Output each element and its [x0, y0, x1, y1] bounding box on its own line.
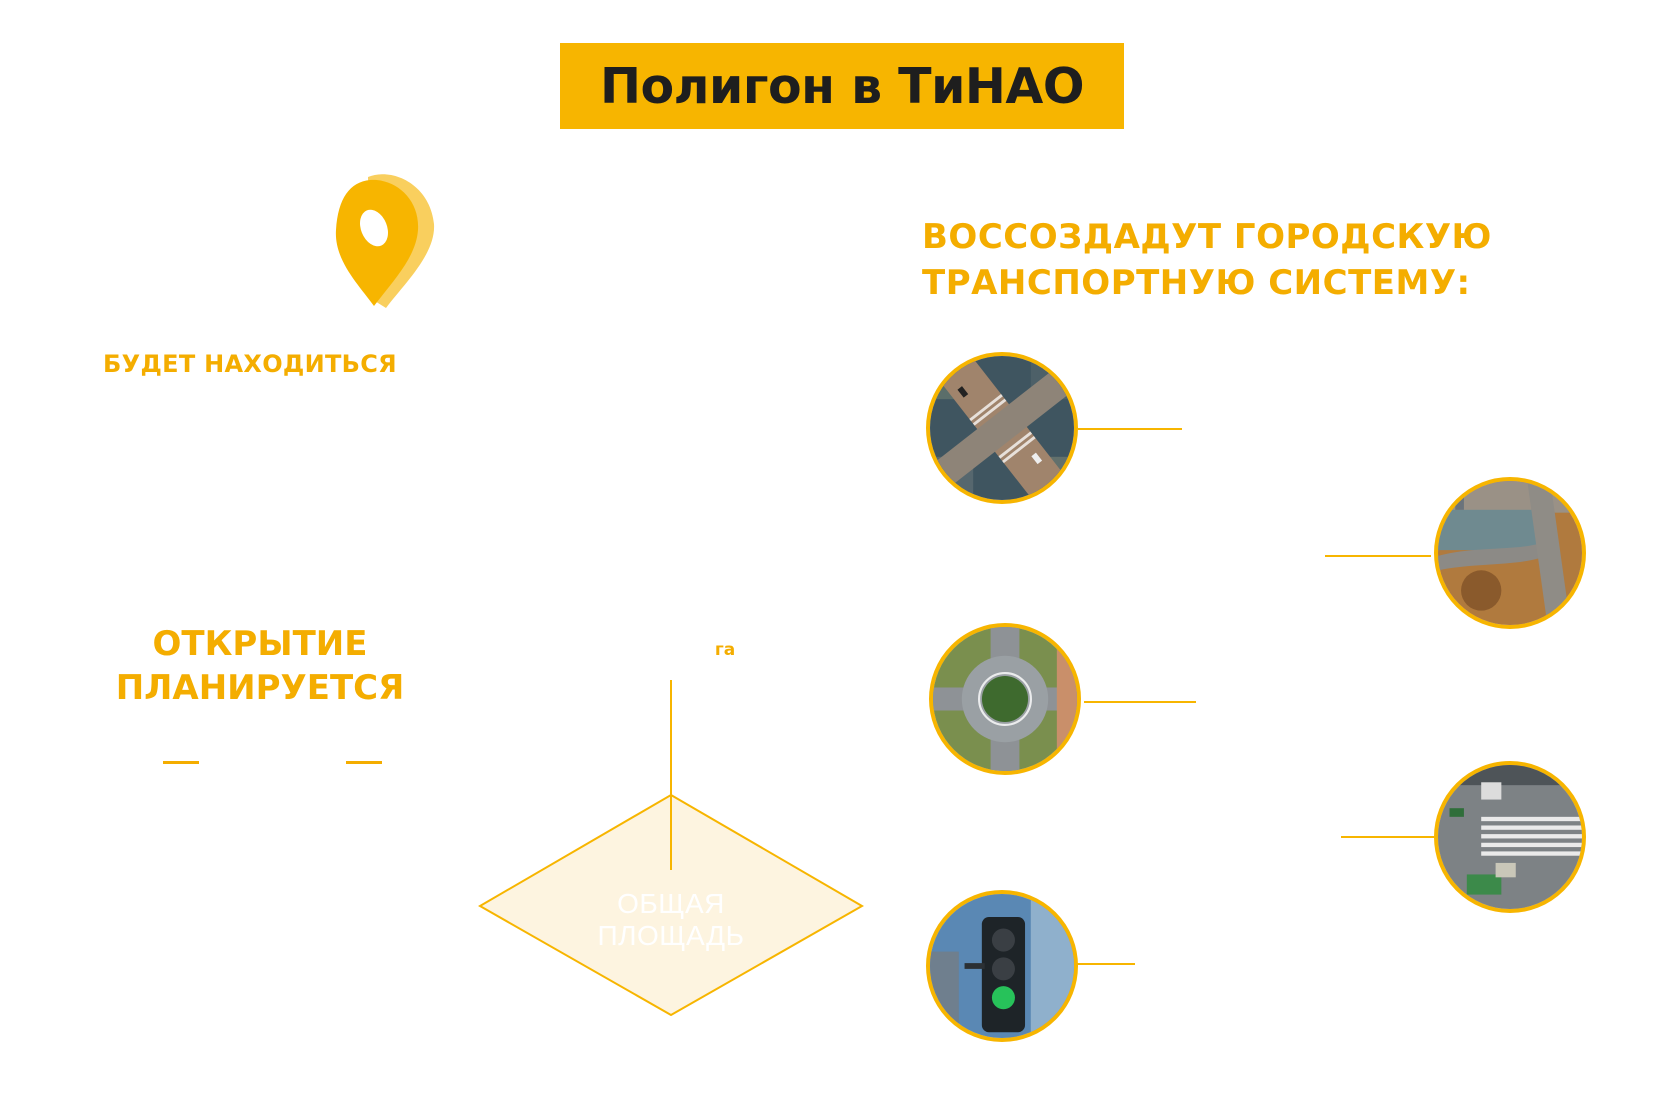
location-pin-icon	[335, 174, 435, 308]
transport-heading: ВОССОЗДАДУТ ГОРОДСКУЮ ТРАНСПОРТНУЮ СИСТЕ…	[922, 214, 1622, 306]
connector-5	[1077, 963, 1135, 965]
dash-right	[346, 761, 382, 764]
opening-line-2: ПЛАНИРУЕТСЯ	[115, 668, 405, 708]
connector-3	[1084, 701, 1196, 703]
area-diamond	[478, 680, 864, 1016]
connector-4	[1341, 836, 1434, 838]
area-label: ОБЩАЯ ПЛОЩАДЬ	[568, 888, 774, 952]
transport-heading-line-2: ТРАНСПОРТНУЮ СИСТЕМУ:	[922, 263, 1471, 303]
highway-interchange-photo	[1434, 477, 1586, 629]
area-label-line-2: ПЛОЩАДЬ	[597, 920, 745, 951]
connector-1	[1078, 428, 1182, 430]
location-label: БУДЕТ НАХОДИТЬСЯ	[103, 350, 397, 378]
page-title: Полигон в ТиНАО	[600, 57, 1084, 115]
area-label-line-1: ОБЩАЯ	[617, 888, 725, 919]
street-crossing-photo	[1434, 761, 1586, 913]
opening-heading: ОТКРЫТИЕ ПЛАНИРУЕТСЯ	[80, 622, 440, 710]
roundabout-photo	[929, 623, 1081, 775]
transport-heading-line-1: ВОССОЗДАДУТ ГОРОДСКУЮ	[922, 217, 1492, 257]
title-banner: Полигон в ТиНАО	[560, 43, 1124, 129]
area-unit: га	[714, 640, 736, 660]
dash-left	[163, 761, 199, 764]
traffic-light-photo	[926, 890, 1078, 1042]
opening-line-1: ОТКРЫТИЕ	[152, 624, 368, 664]
connector-2	[1325, 555, 1431, 557]
intersection-photo	[926, 352, 1078, 504]
